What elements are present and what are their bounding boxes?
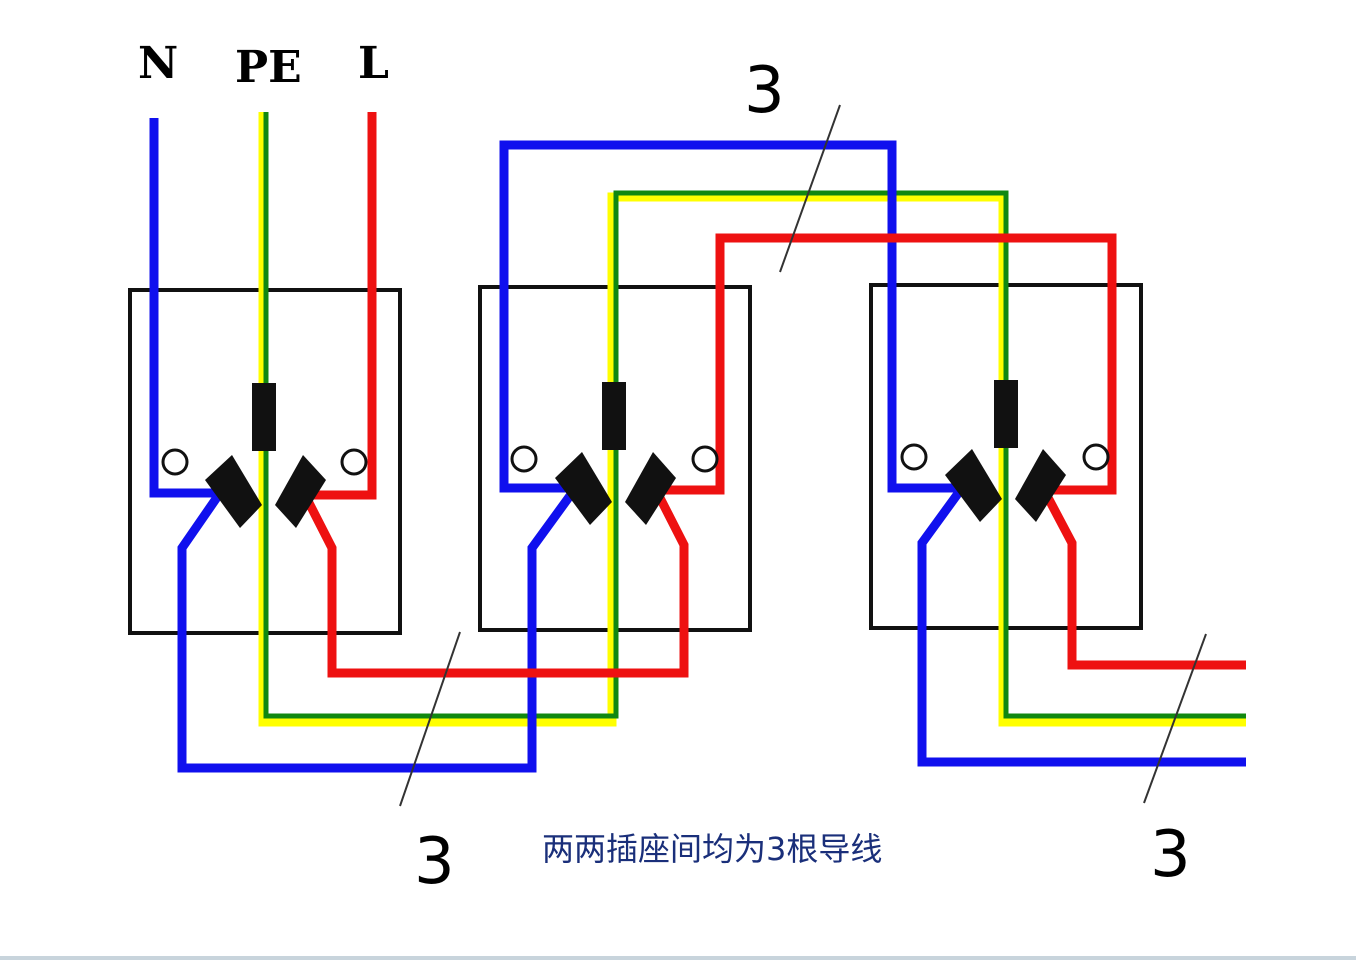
terminal-screw-left: [510, 445, 538, 473]
terminal-screw-left: [161, 448, 189, 476]
terminal-screw-right: [1082, 443, 1110, 471]
wire-count-top: 3: [744, 54, 785, 128]
neutral-wire-link-2-3: [917, 485, 1246, 767]
bundle-slash-bottom-right: [1143, 633, 1207, 804]
terminal-label-n: N: [138, 38, 178, 89]
terminal-label-l: L: [358, 38, 389, 89]
neutral-wire-group: [149, 118, 1246, 773]
earth-contact: [602, 382, 626, 450]
live-wire-link-2-3: [1040, 487, 1246, 670]
earth-wire-group: [258, 112, 1246, 727]
neutral-wire-link-1-2: [177, 490, 576, 773]
wire-count-bottom-right: 3: [1150, 818, 1191, 892]
live-pin: [1015, 449, 1066, 522]
terminal-screw-right: [691, 445, 719, 473]
earth-contact: [994, 380, 1018, 448]
live-wire-socket-2-in: [656, 233, 1117, 495]
live-wire-supply: [300, 112, 377, 500]
earth-wire-stripe: [263, 112, 1246, 719]
terminal-screw-right: [340, 448, 368, 476]
bundle-slash-top: [779, 104, 841, 273]
neutral-wire-socket-2-in: [499, 140, 962, 493]
live-wire-link-1-2: [300, 487, 689, 678]
diagram-caption: 两两插座间均为3根导线: [542, 830, 882, 868]
bottom-border: [0, 956, 1356, 960]
terminal-screw-left: [900, 443, 928, 471]
earth-wire-supply: [258, 112, 1246, 727]
neutral-pin: [555, 452, 612, 525]
neutral-pin: [205, 455, 262, 528]
neutral-wire-supply: [149, 118, 228, 498]
neutral-pin: [945, 449, 1002, 522]
live-pin: [625, 452, 676, 525]
socket-2-contacts: [510, 382, 719, 525]
live-wire-group: [300, 112, 1246, 678]
bundle-slash-bottom-left: [399, 631, 461, 807]
earth-contact: [252, 383, 276, 451]
live-pin: [275, 455, 326, 528]
socket-3-contacts: [900, 380, 1110, 522]
socket-1-contacts: [161, 383, 368, 528]
wire-count-bottom-left: 3: [414, 825, 455, 899]
terminal-label-pe: PE: [235, 42, 302, 93]
